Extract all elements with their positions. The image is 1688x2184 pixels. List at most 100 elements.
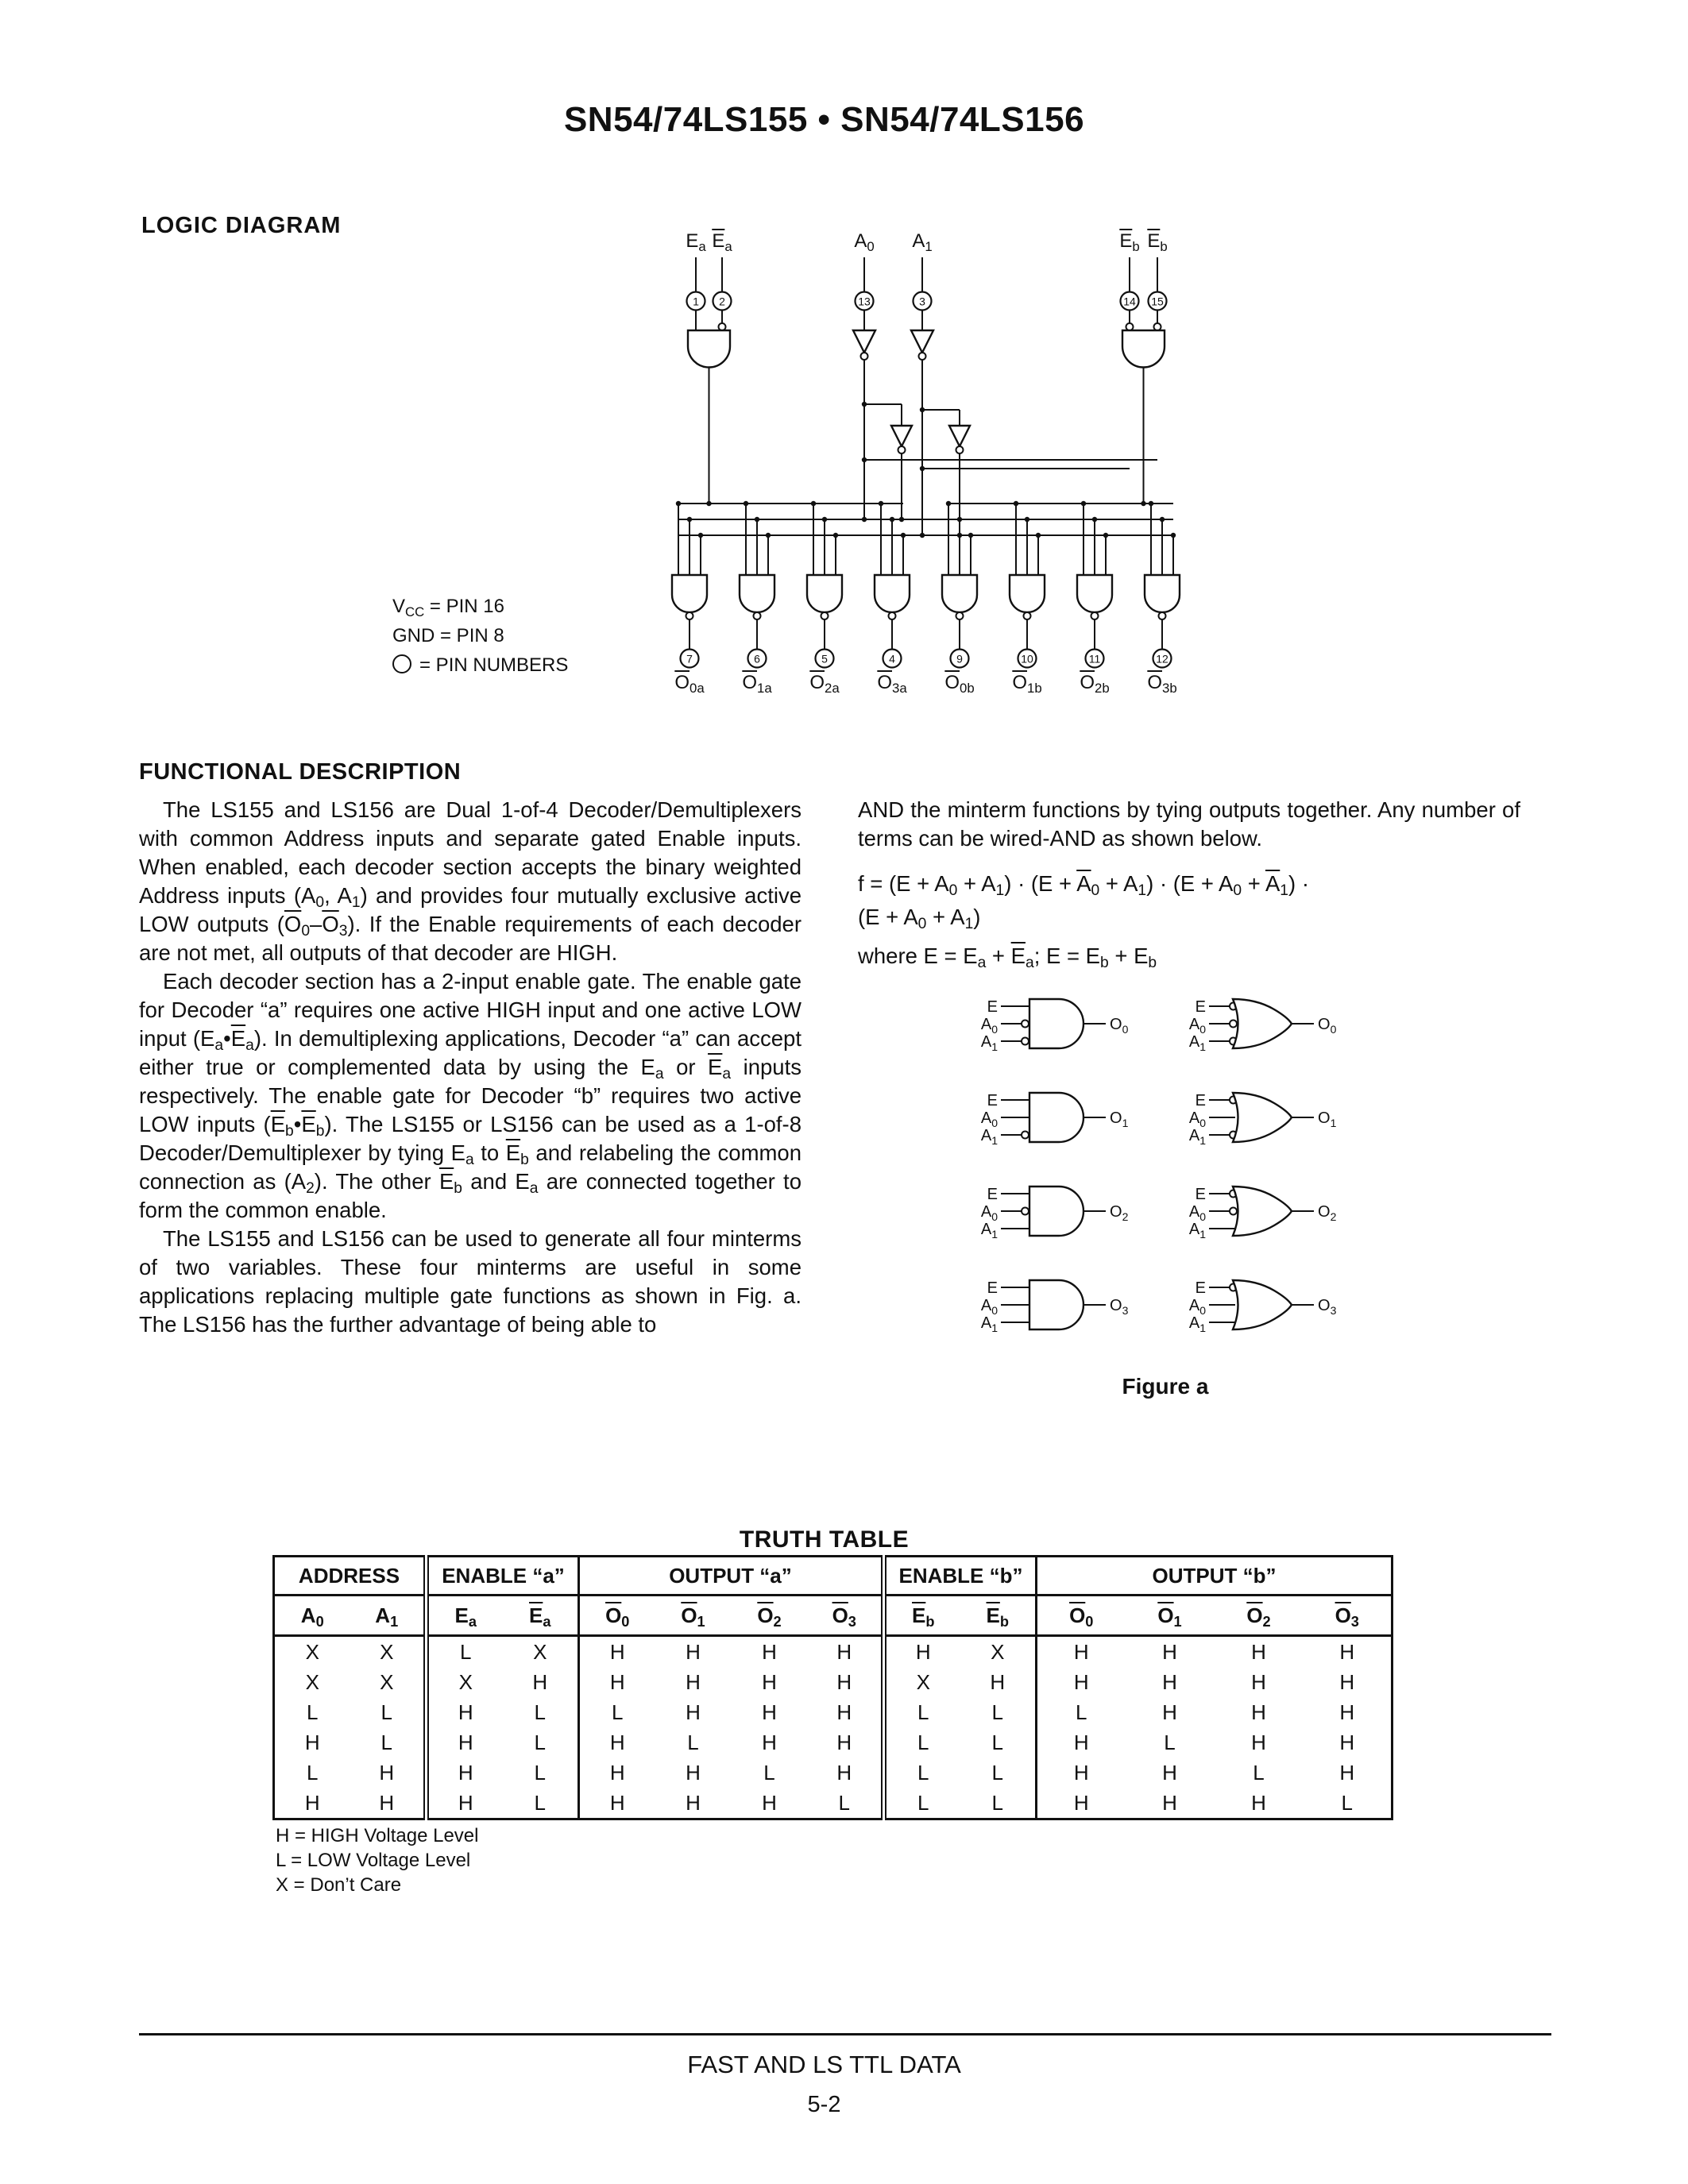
inverter-bubble <box>1157 612 1167 620</box>
junction-dot <box>743 500 749 507</box>
gate-input-label: E <box>1196 1092 1206 1109</box>
note-line: L = LOW Voltage Level <box>276 1850 471 1871</box>
input-label: Eb <box>1119 230 1140 254</box>
output-label: O3b <box>1147 672 1177 696</box>
table-cell: L <box>534 1700 546 1724</box>
junction-dot <box>919 407 925 413</box>
inverter <box>948 424 971 449</box>
output-nand-gate <box>941 573 979 614</box>
output-nand-gate <box>1143 573 1181 614</box>
pin-number: 1 <box>693 295 699 308</box>
table-cell: H <box>1035 1635 1126 1667</box>
table-cell: H <box>423 1758 503 1788</box>
junction-dot <box>1035 532 1041 538</box>
legend-vcc: VCC = PIN 16 <box>392 596 504 619</box>
gate-input-label: A0 <box>1189 1297 1206 1317</box>
pin-number: 6 <box>754 653 760 666</box>
table-cell: H <box>577 1727 655 1758</box>
junction-dot <box>832 532 839 538</box>
table-cell: H <box>1035 1667 1126 1697</box>
table-cell: H <box>686 1639 701 1664</box>
table-cell: L <box>687 1730 699 1754</box>
table-cell: L <box>881 1758 960 1788</box>
column-header: O1 <box>1125 1595 1215 1637</box>
or-gate-body <box>1231 1279 1293 1331</box>
gate-input-label: A0 <box>981 1016 998 1036</box>
inverter <box>890 424 914 449</box>
pin-circle-icon <box>392 654 411 673</box>
table-cell: H <box>577 1758 655 1788</box>
input-bubble <box>1021 1036 1029 1046</box>
output-nand-gate <box>670 573 709 614</box>
junction-dot <box>706 500 712 507</box>
table-cell: L <box>1253 1760 1265 1785</box>
input-bubble <box>1021 1019 1029 1028</box>
or-gate-body <box>1231 1091 1293 1144</box>
minterm-formula: f = (E + A0 + A1) · (E + A0 + A1) · (E +… <box>858 867 1520 934</box>
junction-dot <box>861 516 867 523</box>
column-header: O2 <box>1214 1595 1304 1637</box>
gate-input-label: A0 <box>1189 1109 1206 1129</box>
junction-dot <box>878 500 884 507</box>
pin-number: 5 <box>821 653 828 666</box>
inverter-bubble <box>1022 612 1032 620</box>
formula-where-line: where E = Ea + Ea; E = Eb + Eb <box>858 943 1157 972</box>
gate-input-label: A1 <box>1189 1127 1206 1147</box>
table-cell: H <box>836 1639 852 1664</box>
inverter-bubble <box>887 612 897 620</box>
gate-input-label: E <box>987 1092 998 1109</box>
inverter-bubble <box>685 612 694 620</box>
output-label: O3a <box>877 672 907 696</box>
inverter-bubble <box>859 352 869 361</box>
legend-pin-text: = PIN NUMBERS <box>419 654 569 676</box>
column-header: O3 <box>1303 1595 1393 1637</box>
table-cell: L <box>881 1697 960 1727</box>
table-cell: L <box>534 1790 546 1815</box>
junction-dot <box>900 532 906 538</box>
table-cell: H <box>1162 1669 1177 1694</box>
table-cell: H <box>1035 1788 1126 1819</box>
description-right-column: AND the minterm functions by tying outpu… <box>858 796 1520 1401</box>
table-cell: L <box>991 1760 1003 1785</box>
junction-dot <box>1148 500 1154 507</box>
pin-number: 14 <box>1123 295 1136 308</box>
and-gate-body <box>1028 1279 1085 1331</box>
gate-input-label: A1 <box>1189 1033 1206 1053</box>
column-header: O3 <box>807 1595 884 1637</box>
table-cell: H <box>1035 1758 1126 1788</box>
formula-line-2: (E + A0 + A1) <box>858 905 981 933</box>
legend-pin-numbers: = PIN NUMBERS <box>392 650 568 680</box>
gate-input-label: E <box>987 1186 998 1203</box>
output-nand-gate <box>1076 573 1114 614</box>
column-group-header: ENABLE “a” <box>423 1556 579 1596</box>
pin-number: 9 <box>956 653 963 666</box>
junction-dot <box>919 532 925 538</box>
table-cell: H <box>1162 1790 1177 1815</box>
and-gate-body <box>1028 997 1085 1050</box>
gate-output-label: O0 <box>1318 1016 1337 1036</box>
truth-table-title: TRUTH TABLE <box>739 1526 910 1553</box>
output-label: O1b <box>1012 672 1042 696</box>
inverter-bubble <box>917 352 927 361</box>
pin-circle <box>949 648 970 669</box>
page-title: SN54/74LS155 • SN54/74LS156 <box>563 100 1085 139</box>
pin-number: 4 <box>889 653 895 666</box>
column-group-header: OUTPUT “a” <box>577 1556 884 1596</box>
table-cell: X <box>380 1669 394 1694</box>
inverter-bubble <box>1125 322 1134 331</box>
output-label: O0b <box>944 672 975 696</box>
and-gate-body <box>1028 1185 1085 1237</box>
gate-input-label: A1 <box>981 1221 998 1241</box>
table-cell: L <box>991 1730 1003 1754</box>
table-cell: H <box>686 1700 701 1724</box>
pin-number: 2 <box>719 295 725 308</box>
junction-dot <box>968 532 974 538</box>
junction-dot <box>861 401 867 407</box>
table-cell: H <box>379 1760 395 1785</box>
gate-input-label: A1 <box>981 1127 998 1147</box>
